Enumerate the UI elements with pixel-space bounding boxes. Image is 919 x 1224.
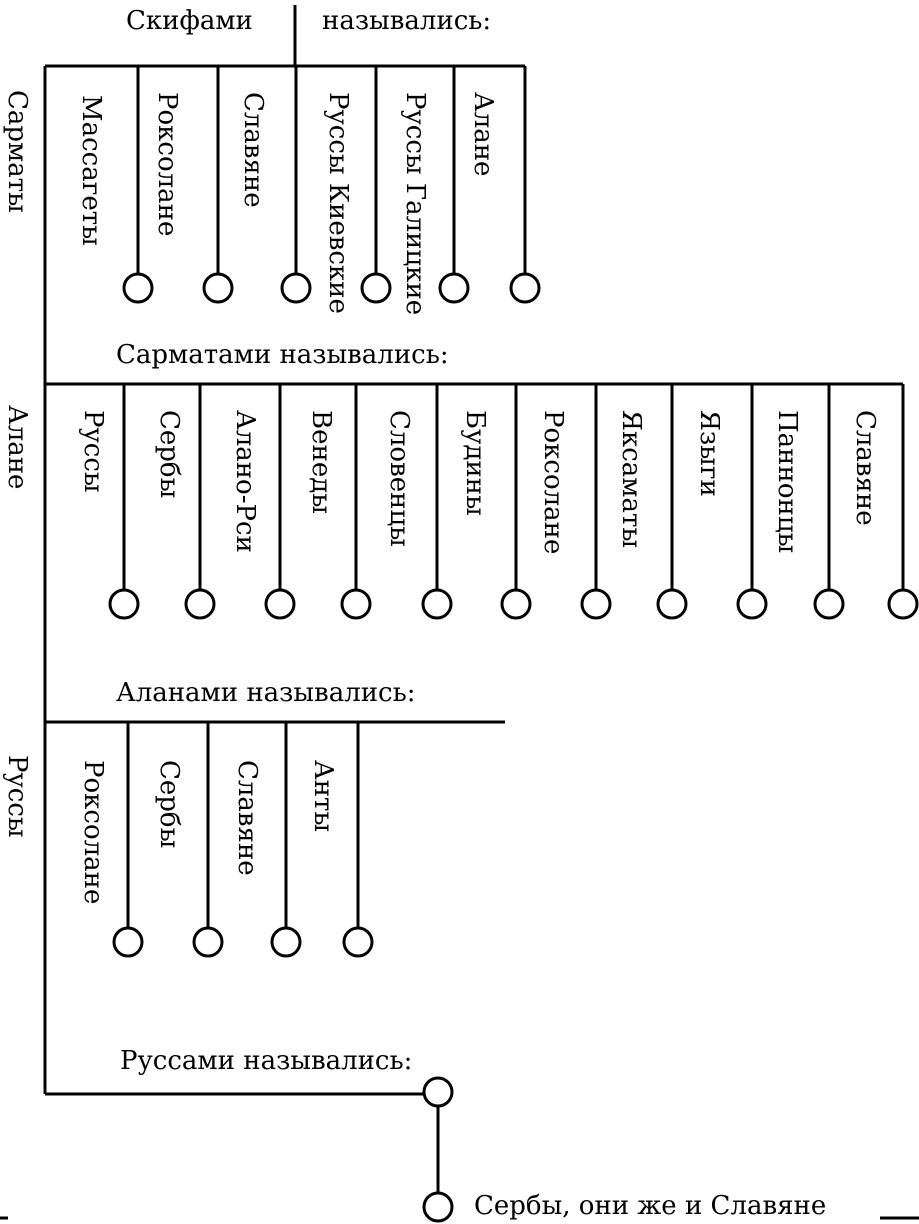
branch-node — [582, 590, 610, 618]
tribe-label: Роксолане — [154, 92, 180, 236]
branch-node — [282, 274, 310, 302]
group-heading-russians: Руссами назывались: — [120, 1048, 412, 1074]
side-label-sarmatians: Сарматы — [4, 90, 30, 213]
branch-node — [344, 928, 372, 956]
branch-node — [114, 928, 142, 956]
tribe-label: Паннонцы — [774, 410, 800, 553]
tribe-label: Массагеты — [78, 95, 104, 246]
side-label-russians: Руссы — [4, 755, 30, 838]
branch-node — [110, 590, 138, 618]
branch-node — [362, 274, 390, 302]
tribe-label: Славяне — [852, 410, 878, 526]
tribe-label: Руссы — [80, 410, 106, 493]
branch-node — [889, 590, 917, 618]
branch-node — [204, 274, 232, 302]
tribe-label: Словенцы — [386, 410, 412, 547]
branch-node — [738, 590, 766, 618]
tribe-label: Руссы Галицкие — [402, 92, 428, 315]
header-scythians-label: Скифами — [126, 8, 253, 34]
branch-node — [502, 590, 530, 618]
tribe-label: Сербы — [156, 760, 182, 848]
branch-node — [124, 274, 152, 302]
tribe-label: Языги — [696, 410, 722, 497]
tribe-label: Славяне — [234, 760, 260, 876]
tribe-label: Руссы Киевские — [325, 92, 351, 314]
branch-node — [658, 590, 686, 618]
branch-node — [186, 590, 214, 618]
tribe-label: Алане — [470, 92, 496, 176]
tribe-label: Алано-Рси — [232, 410, 258, 553]
group-heading-alans: Аланами назывались: — [116, 680, 416, 706]
tribe-label: Будины — [462, 410, 488, 516]
branch-node — [511, 274, 539, 302]
tribe-label: Яксаматы — [618, 410, 644, 548]
branch-node — [194, 928, 222, 956]
branch-node — [440, 274, 468, 302]
branch-node — [272, 928, 300, 956]
branch-node — [342, 590, 370, 618]
side-label-alans: Алане — [4, 405, 30, 489]
tribe-label: Сербы, они же и Славяне — [474, 1193, 826, 1219]
header-were-called-label: назывались: — [322, 8, 491, 34]
branch-node — [266, 590, 294, 618]
tribe-label: Роксолане — [540, 410, 566, 554]
tribe-label: Венеды — [308, 410, 334, 514]
branch-node — [424, 1193, 452, 1221]
tribe-label: Роксолане — [80, 760, 106, 904]
branch-node — [815, 590, 843, 618]
branch-node — [424, 1078, 452, 1106]
tribe-label: Сербы — [156, 410, 182, 498]
tribe-label: Анты — [310, 760, 336, 832]
branch-node — [423, 590, 451, 618]
tribe-label: Славяне — [240, 92, 266, 208]
group-heading-sarmatians: Сарматами назывались: — [116, 342, 449, 368]
